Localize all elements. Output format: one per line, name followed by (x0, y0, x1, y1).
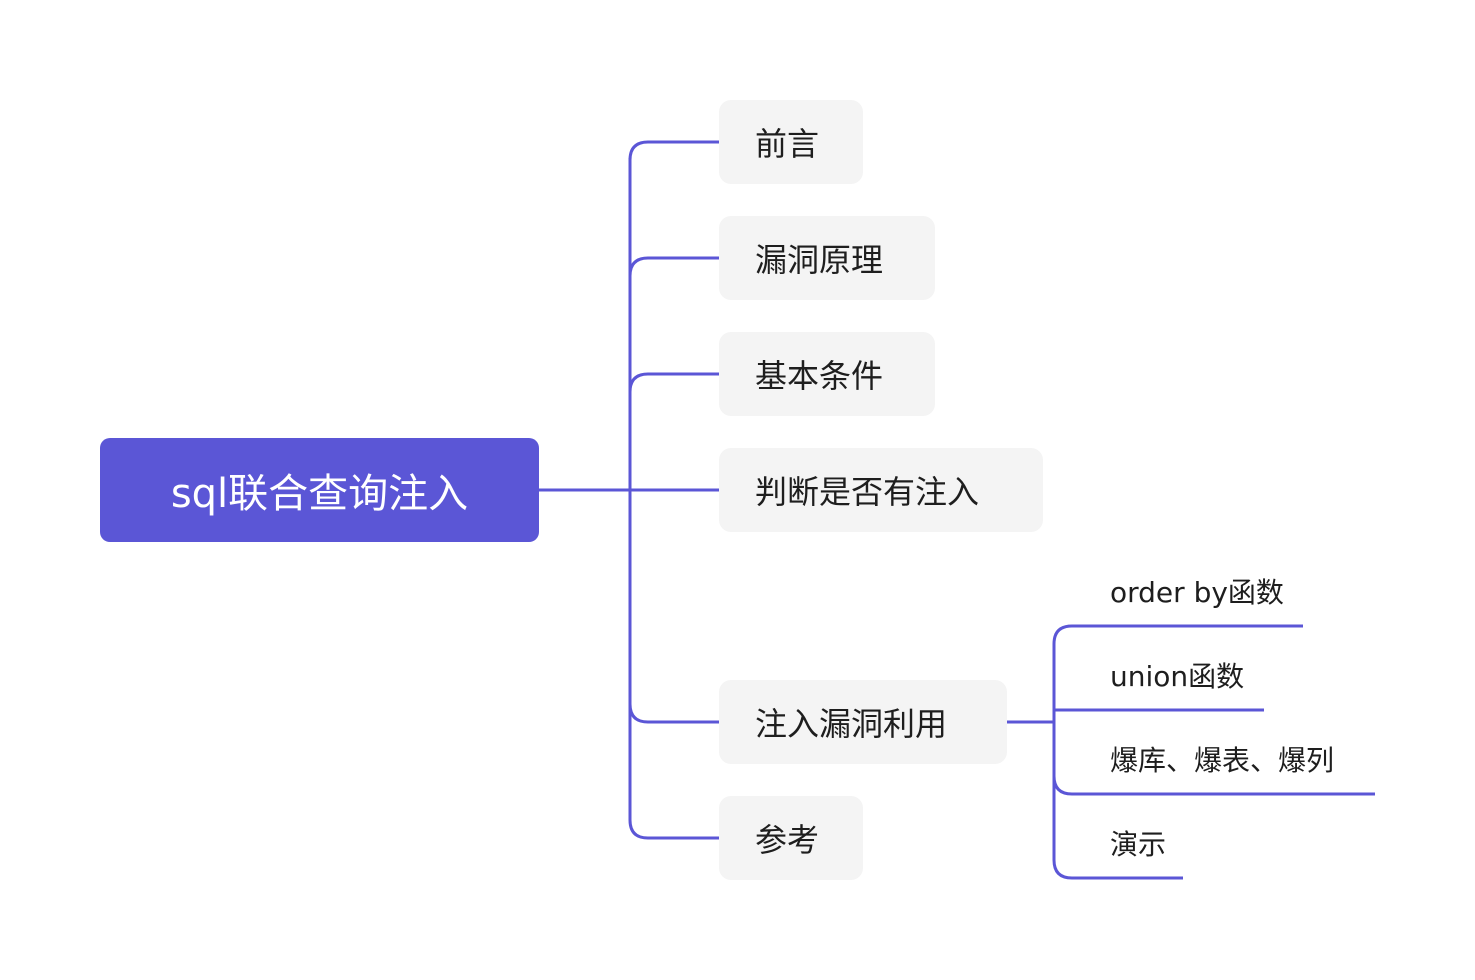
connector-leaf-4 (1052, 859, 1183, 880)
branch-topic-label: 注入漏洞利用 (755, 705, 948, 743)
subtopic-order-by[interactable]: order by函数 (1110, 571, 1284, 611)
subtopic-demo[interactable]: 演示 (1110, 823, 1166, 863)
subtopic-label: 演示 (1110, 828, 1167, 861)
connector-leaf-1 (1052, 624, 1303, 645)
branch-topic-label: 判断是否有注入 (755, 473, 980, 511)
connector-branch-3 (628, 372, 719, 393)
subtopic-label: 爆库、爆表、爆列 (1110, 744, 1335, 777)
root-topic-label: sql联合查询注入 (170, 471, 469, 517)
connector-leaf-3 (1052, 775, 1375, 796)
connector-branch-2 (628, 256, 719, 277)
subtopic-dump-db-table-column[interactable]: 爆库、爆表、爆列 (1110, 739, 1334, 779)
connector-branch-5 (628, 703, 719, 724)
branch-topic-label: 基本条件 (755, 357, 884, 395)
branch-topic-preface[interactable]: 前言 (719, 100, 863, 184)
root-topic[interactable]: sql联合查询注入 (100, 438, 539, 542)
branch-topic-label: 漏洞原理 (755, 241, 884, 279)
branch-topic-detect-injection[interactable]: 判断是否有注入 (719, 448, 1043, 532)
branch-topic-references[interactable]: 参考 (719, 796, 863, 880)
branch-topic-vulnerability-principle[interactable]: 漏洞原理 (719, 216, 935, 300)
branch-topic-basic-conditions[interactable]: 基本条件 (719, 332, 935, 416)
subtopic-union[interactable]: union函数 (1110, 655, 1244, 695)
subtopic-label: order by函数 (1110, 576, 1284, 609)
connector-branch-6 (628, 819, 719, 840)
subtopic-label: union函数 (1110, 660, 1245, 693)
branch-topic-exploitation[interactable]: 注入漏洞利用 (719, 680, 1007, 764)
connector-branch-1 (628, 140, 719, 161)
branch-topic-label: 参考 (755, 821, 820, 859)
branch-topic-label: 前言 (755, 125, 820, 163)
